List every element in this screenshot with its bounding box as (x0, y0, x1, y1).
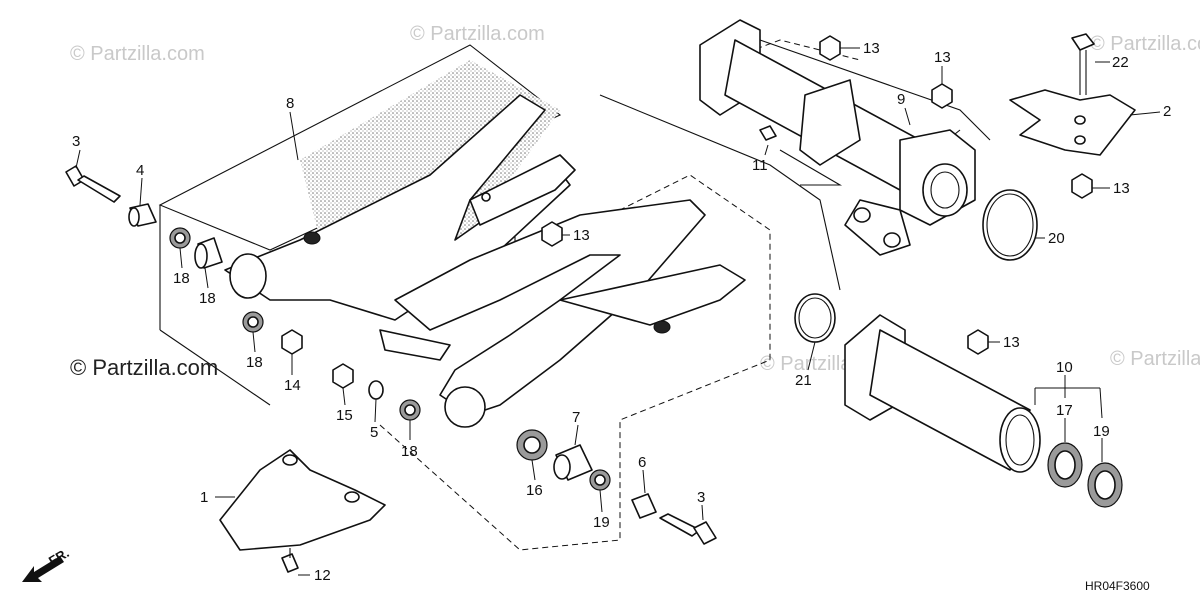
callout-22: 22 (1112, 54, 1129, 71)
skid-plate (219, 449, 386, 573)
collar-4 (128, 203, 157, 227)
callout-17: 18 (199, 290, 216, 307)
nuts-14 (281, 329, 384, 400)
callout-15: 16 (526, 482, 543, 499)
callout-14: 15 (336, 407, 353, 424)
swingarm (224, 60, 746, 428)
callout-2: 2 (1163, 103, 1171, 120)
bearing-15-collar-7 (516, 429, 593, 481)
callout-12: 12 (314, 567, 331, 584)
callout-18: 19 (593, 514, 610, 531)
bracket-2 (1009, 33, 1136, 156)
callout-13: 13 (1113, 180, 1130, 197)
callout-6: 6 (638, 454, 646, 471)
bolt-3-left (65, 165, 121, 203)
callout-labels: 8 3 4 2 22 13 13 9 11 13 20 13 13 21 10 … (72, 40, 1171, 584)
callout-13: 13 (1003, 334, 1020, 351)
collar-6-bolt-3-right (631, 493, 717, 545)
callout-13: 13 (573, 227, 590, 244)
leader-lines (75, 47, 1161, 576)
axle-housing-lower (844, 314, 1123, 508)
callout-4: 4 (136, 162, 144, 179)
watermark-text: © Partzilla.com (410, 23, 545, 45)
watermark-text: © Partzilla.com (70, 43, 205, 65)
front-direction: FR. (22, 545, 72, 582)
callout-9: 9 (897, 91, 905, 108)
callout-16: 17 (1056, 402, 1073, 419)
callout-21: 21 (795, 372, 812, 389)
callout-11: 11 (752, 157, 768, 174)
watermarks: © Partzilla.com © Partzilla.com © Partzi… (70, 23, 1200, 380)
callout-8: 8 (286, 95, 294, 112)
callout-18: 18 (401, 443, 418, 460)
callout-19: 19 (1093, 423, 1110, 440)
callout-7: 7 (572, 409, 580, 426)
callout-1: 1 (200, 489, 208, 506)
callout-3: 3 (697, 489, 705, 506)
watermark-text: © Partzilla.com (1110, 348, 1200, 370)
callout-10: 10 (1056, 359, 1073, 376)
axle-housing-upper (699, 19, 976, 256)
callout-18: 18 (173, 270, 190, 287)
callout-3: 3 (72, 133, 80, 150)
callout-14: 14 (284, 377, 301, 394)
watermark-text: © Partzilla.com (1090, 33, 1200, 55)
callout-5: 5 (370, 424, 378, 441)
callout-18: 18 (246, 354, 263, 371)
drawing-code: HR04F3600 (1085, 579, 1150, 593)
callout-20: 20 (1048, 230, 1065, 247)
callout-13: 13 (934, 49, 951, 66)
callout-13: 13 (863, 40, 880, 57)
watermark-text: © Partzilla.com (70, 355, 218, 380)
front-arrow-icon (22, 556, 64, 582)
o-ring-20 (982, 189, 1038, 261)
o-ring-21 (794, 293, 836, 343)
